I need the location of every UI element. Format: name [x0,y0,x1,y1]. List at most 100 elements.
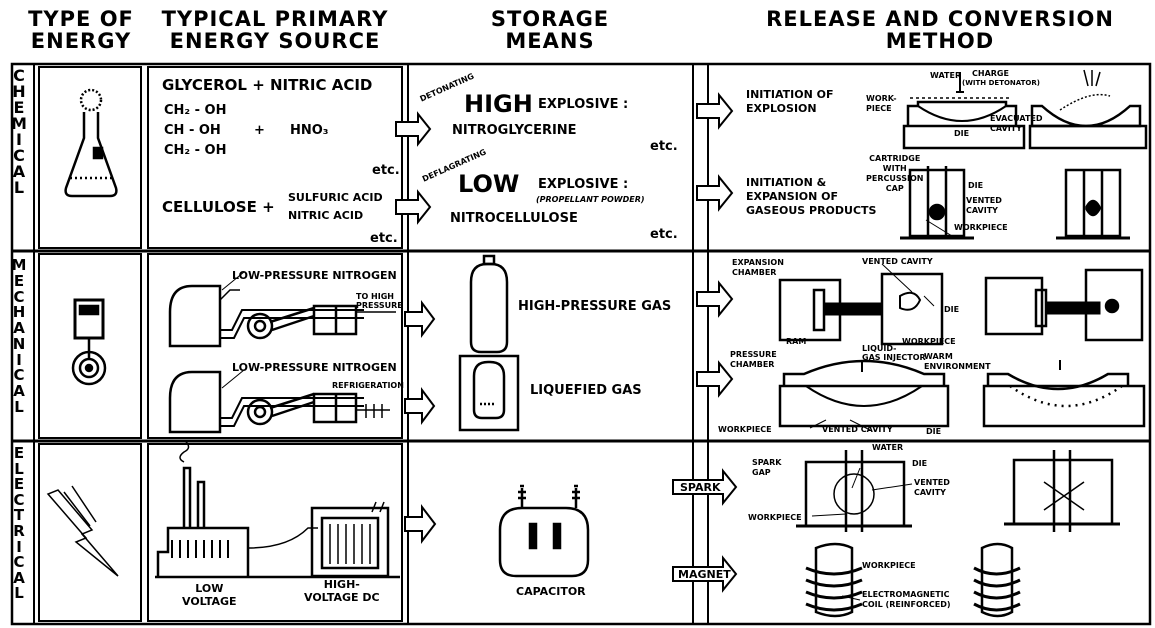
nitrocellulose-label: NITROCELLULOSE [450,212,578,225]
warm-environment-label: WARMENVIRONMENT [924,352,991,372]
water-label: WATER [930,72,961,80]
cellulose: CELLULOSE + [162,200,275,215]
arrow-icon [697,283,732,315]
header-line: TYPE OF [28,7,134,31]
propellant-label: (PROPELLANT POWDER) [536,196,645,204]
hp-gas-label: HIGH-PRESSURE GAS [518,300,671,313]
lightning-icon [48,486,118,576]
explosion-forming-diagram-2 [1030,70,1146,148]
header-type-of-energy: TYPE OF ENERGY [20,8,142,52]
formula-plus: + [254,124,265,137]
header-primary-source: TYPICAL PRIMARY ENERGY SOURCE [150,8,400,52]
lp-nitrogen-label: LOW-PRESSURE NITROGEN [232,362,397,373]
workpiece-label: WORKPIECE [954,224,1008,232]
workpiece-label: WORK-PIECE [866,94,897,114]
spark-forming-diagram-1 [796,450,912,532]
ram-label: RAM [786,338,806,346]
formula-hno3: HNO₃ [290,124,329,137]
die-label: DIE [912,460,927,468]
formula-line: CH - OH [164,124,221,137]
header-line: ENERGY [31,29,131,53]
nitrogen-tank-2 [170,372,220,432]
etc-label: etc. [650,228,678,241]
gas-cylinder [471,256,507,352]
detonator-label: (WITH DETONATOR) [962,80,1040,87]
refrigeration-label: REFRIGERATION [332,382,404,390]
workpiece-label: WORKPIECE [748,514,802,522]
dc-transformer [312,502,388,576]
header-line: TYPICAL PRIMARY [162,7,389,31]
flask-icon [66,90,117,196]
header-line: MEANS [505,29,594,53]
header-line: ENERGY SOURCE [170,29,381,53]
header-line: METHOD [886,29,994,53]
water-label: WATER [872,444,903,452]
magnetic-forming-diagram-1 [806,544,862,616]
die-label: DIE [944,306,959,314]
header-line: STORAGE [491,7,609,31]
workpiece-label: WORKPIECE [862,562,916,570]
die-label: DIE [954,130,969,138]
magnetic-forming-diagram-2 [974,544,1020,616]
capacitor-icon [500,486,588,576]
explosive-label: EXPLOSIVE : [538,98,628,111]
liquefied-gas-label: LIQUEFIED GAS [530,384,642,397]
glycerol-nitric: GLYCEROL + NITRIC ACID [162,78,372,93]
capacitor-label: CAPACITOR [516,586,586,597]
spark-forming-diagram-2 [1004,450,1120,532]
vented-cavity-label: VENTED CAVITY [822,426,893,434]
arrow-icon [697,177,732,209]
pipe [220,290,240,300]
energy-cell-3 [39,444,141,621]
nitroglycerine-label: NITROGLYCERINE [452,124,577,137]
arrow-icon [405,507,435,541]
magnet-label: MAGNET [678,569,731,580]
lp-nitrogen-label: LOW-PRESSURE NITROGEN [232,270,397,281]
spark-label: SPARK [680,482,720,493]
formula-line: CH₂ - OH [164,104,227,117]
header-line: RELEASE AND CONVERSION [766,7,1114,31]
die-label: DIE [926,428,941,436]
explosive-label: EXPLOSIVE : [538,178,628,191]
arrow-icon [697,95,732,127]
nitric-acid: NITRIC ACID [288,210,363,221]
etc-label: etc. [370,232,398,245]
etc-label: etc. [650,140,678,153]
workpiece-label: WORKPIECE [718,426,772,434]
formula-line: CH₂ - OH [164,144,227,157]
dewar-vessel [460,356,518,430]
etc-label: etc. [372,164,400,177]
power-plant [155,442,400,577]
high-label: HIGH [464,92,533,116]
charge-label: CHARGE [972,70,1009,78]
energy-cell-1 [39,67,141,248]
sulfuric-acid: SULFURIC ACID [288,192,383,203]
liquid-gas-diagram-2 [984,360,1144,426]
arrow-icon [405,303,434,335]
arrow-icon [697,363,732,395]
header-release: RELEASE AND CONVERSION METHOD [740,8,1140,52]
low-voltage-label: LOWVOLTAGE [182,582,237,608]
gas-ram-diagram-2 [986,270,1142,340]
injector-label: LIQUID-GAS INJECTOR [862,344,926,362]
nitrogen-tank-1 [170,286,220,346]
vented-cavity-label: VENTED CAVITY [862,258,933,266]
liquid-gas-diagram-1 [780,360,948,426]
cartridge-forming-diagram-2 [1056,170,1130,238]
die-label: DIE [968,182,983,190]
